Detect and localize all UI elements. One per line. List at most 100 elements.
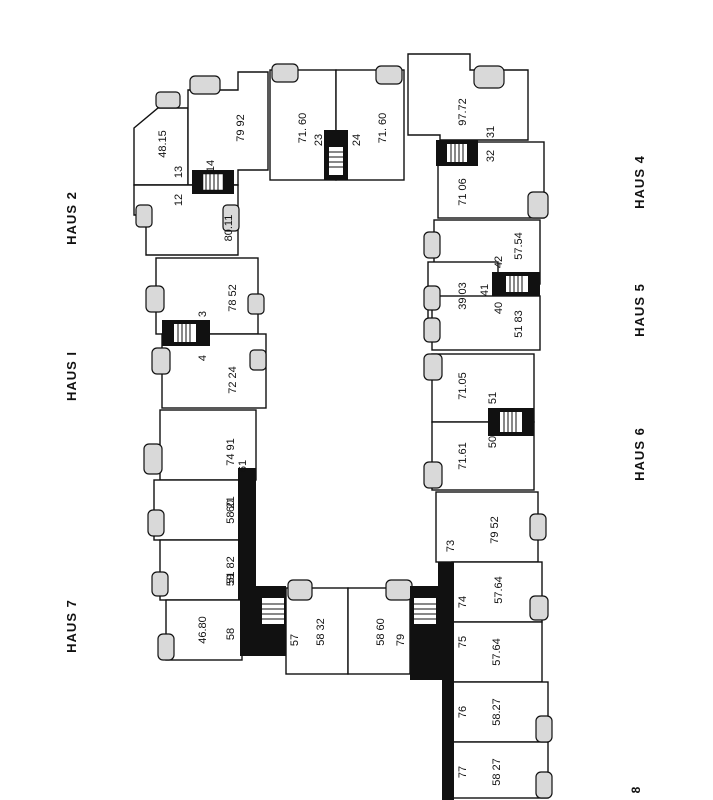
- terrace: [135, 204, 153, 228]
- haus-label-5: HAUS 5: [632, 283, 647, 337]
- unit-79-52: [435, 491, 539, 563]
- haus-7-block: [143, 409, 286, 661]
- haus-2-block: [133, 71, 269, 256]
- unit-number: 4: [197, 355, 209, 361]
- unit-number: 42: [493, 256, 505, 268]
- unit-number: 79: [395, 634, 407, 646]
- area-label: 58 60: [375, 618, 387, 646]
- unit-46-80: [165, 599, 243, 661]
- area-label: 71. 60: [297, 113, 309, 144]
- terrace: [271, 63, 299, 83]
- terrace: [287, 579, 313, 601]
- haus-label-1: HAUS I: [64, 351, 79, 401]
- haus-label-6: HAUS 6: [632, 427, 647, 481]
- area-label: 57.64: [491, 638, 503, 666]
- haus-1-block: [145, 257, 267, 409]
- unit-number: 59: [225, 574, 237, 586]
- unit-number: 77: [457, 766, 469, 778]
- area-label: 51 83: [513, 310, 525, 338]
- terrace: [247, 293, 265, 315]
- unit-number: 13: [173, 166, 185, 178]
- terrace: [147, 509, 165, 537]
- terrace: [189, 75, 221, 95]
- area-label: 71 06: [457, 178, 469, 206]
- haus-3-block: [269, 63, 405, 181]
- terrace: [529, 595, 549, 621]
- area-label: 74 91: [225, 438, 237, 466]
- unit-number: 12: [173, 194, 185, 206]
- unit-number: 31: [485, 126, 497, 138]
- haus-6-block: [423, 353, 535, 491]
- terrace: [535, 771, 553, 799]
- area-label: 58.27: [491, 698, 503, 726]
- haus-5-block: [423, 219, 541, 351]
- area-label: 57.54: [513, 232, 525, 260]
- area-label: 58 21: [225, 496, 237, 524]
- terrace: [527, 191, 549, 219]
- unit-number: 76: [457, 706, 469, 718]
- bottom-middle-block: [285, 579, 413, 675]
- unit-number: 58: [225, 628, 237, 640]
- area-label: 58 32: [315, 618, 327, 646]
- unit-number: 74: [457, 596, 469, 608]
- haus-label-4: HAUS 4: [632, 155, 647, 209]
- terrace: [157, 633, 175, 661]
- terrace: [423, 231, 441, 259]
- terrace: [423, 317, 441, 343]
- unit-number: 73: [445, 540, 457, 552]
- area-label: 72 24: [227, 366, 239, 394]
- unit-number: 24: [351, 134, 363, 146]
- area-label: 78 52: [227, 284, 239, 312]
- terrace: [375, 65, 403, 85]
- area-label: 79 92: [235, 114, 247, 142]
- unit-number: 32: [485, 150, 497, 162]
- unit-58-21: [153, 479, 243, 541]
- area-label: 46.80: [197, 616, 209, 644]
- unit-58-27-top: [451, 681, 549, 743]
- terrace: [423, 285, 441, 311]
- terrace: [423, 353, 443, 381]
- terrace: [249, 349, 267, 371]
- terrace: [151, 347, 171, 375]
- terrace: [385, 579, 413, 601]
- unit-number: 61: [237, 460, 249, 472]
- area-label: 71.61: [457, 442, 469, 470]
- area-label: 80.11: [223, 215, 235, 242]
- unit-number: 51: [487, 392, 499, 404]
- unit-97-72: [407, 53, 529, 141]
- unit-number: 40: [493, 302, 505, 314]
- unit-57-64-top: [451, 561, 543, 623]
- unit-number: 23: [313, 134, 325, 146]
- terrace: [222, 204, 240, 232]
- terrace: [151, 571, 169, 597]
- area-label: 57.64: [493, 576, 505, 604]
- haus-8-block: [410, 491, 553, 800]
- corridor-haus-8: [410, 562, 454, 800]
- terrace: [155, 91, 181, 109]
- area-label: 58 27: [491, 758, 503, 786]
- terrace: [535, 715, 553, 743]
- haus-label-7: HAUS 7: [64, 599, 79, 653]
- unit-80-11: [133, 184, 239, 256]
- haus-label-2: HAUS 2: [64, 191, 79, 245]
- area-label: 39 03: [457, 282, 469, 310]
- terrace: [473, 65, 505, 89]
- unit-number: 3: [197, 311, 209, 317]
- unit-number: 50: [487, 436, 499, 448]
- terrace: [143, 443, 163, 475]
- unit-number: 57: [289, 634, 301, 646]
- terrace: [423, 461, 443, 489]
- terrace: [529, 513, 547, 541]
- corridor-haus-7: [238, 468, 286, 656]
- unit-number: 41: [479, 284, 491, 296]
- unit-number: 60: [225, 500, 237, 512]
- page-number: 8: [629, 786, 643, 793]
- area-label: 79 52: [489, 516, 501, 544]
- area-label: 97.72: [457, 98, 469, 126]
- unit-number: 14: [205, 160, 217, 172]
- haus-4-block: [407, 53, 549, 219]
- area-label: 51 82: [225, 556, 237, 584]
- area-label: 71.05: [457, 372, 469, 400]
- terrace: [145, 285, 165, 313]
